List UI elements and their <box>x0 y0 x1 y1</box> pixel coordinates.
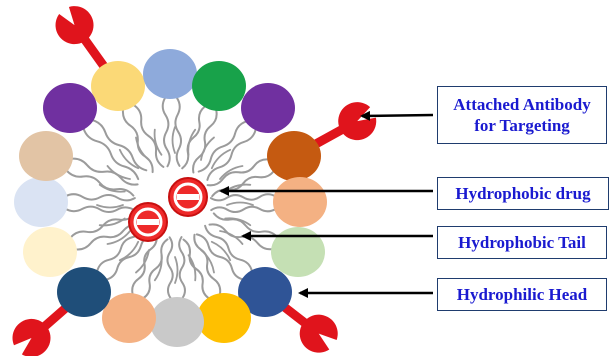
tail-line <box>174 96 183 167</box>
tail-label-text: Hydrophobic Tail <box>458 233 586 252</box>
tail-line <box>82 127 140 181</box>
head-darkblue-bottom <box>57 267 111 317</box>
tail-line <box>98 183 126 193</box>
tail-label: Hydrophobic Tail <box>437 226 607 259</box>
tail-line <box>226 201 254 206</box>
pointer-arrows <box>219 110 434 298</box>
tail-line <box>171 126 176 154</box>
head-label: Hydrophilic Head <box>437 278 607 311</box>
tail-line <box>182 238 210 300</box>
head-lightgreen-right <box>271 227 325 277</box>
tail-line <box>166 236 174 300</box>
tail-line <box>187 128 197 156</box>
head-purple-right <box>241 83 295 133</box>
tail-line <box>132 104 165 168</box>
antibody-label-line1: Attached Antibody <box>453 95 591 114</box>
tail-line <box>204 224 253 272</box>
tail-line <box>219 165 244 180</box>
antibody-label-line2: for Targeting <box>474 116 570 135</box>
head-paleblue-left <box>14 177 68 227</box>
tail-line <box>106 165 131 180</box>
tail-line <box>161 97 171 168</box>
tail-line <box>178 236 186 299</box>
antibody-fab <box>12 319 51 356</box>
tail-line <box>206 158 271 187</box>
drug-ring <box>133 207 163 237</box>
head-blue-top <box>143 49 197 99</box>
tail-line <box>69 157 139 186</box>
drug-ring <box>173 182 203 212</box>
tail-line <box>209 193 277 202</box>
antibody-head <box>338 102 377 141</box>
antibody-fab <box>55 6 94 45</box>
tail-line <box>193 233 222 295</box>
tail-line <box>174 256 179 284</box>
tail-line <box>118 240 140 262</box>
drug-label: Hydrophobic drug <box>437 177 609 210</box>
head-cream-left <box>23 227 77 277</box>
drug-molecule <box>168 177 208 217</box>
tail-line <box>135 249 150 274</box>
tail-line <box>211 169 276 198</box>
tail-line <box>197 120 249 173</box>
tail-line <box>200 136 215 161</box>
tail-line <box>210 240 232 262</box>
tail-line <box>181 105 206 170</box>
head-brown-right <box>267 131 321 181</box>
tail-line <box>63 205 136 213</box>
antibody-fab <box>299 314 338 353</box>
hydrophobic-drugs <box>128 177 208 242</box>
tail-line <box>142 238 169 299</box>
tail-line <box>106 230 131 245</box>
drug-bar <box>137 219 159 225</box>
tail-line <box>219 230 244 245</box>
head-purple-left <box>43 83 97 133</box>
hydrophilic-heads <box>14 49 327 347</box>
head-label-text: Hydrophilic Head <box>456 285 588 304</box>
tail-line <box>187 254 197 282</box>
tail-line <box>64 193 136 202</box>
antibody-head <box>299 314 338 353</box>
tail-line <box>212 212 279 239</box>
tail-line <box>210 148 232 170</box>
antibody-fab <box>338 102 377 141</box>
tail-line <box>153 254 163 282</box>
drug-molecule <box>128 202 168 242</box>
tail-line <box>135 136 150 161</box>
tail-line <box>200 249 215 274</box>
head-peach-right <box>273 177 327 227</box>
antibody-head <box>12 319 51 356</box>
tail-line <box>192 109 218 174</box>
tail-line <box>65 169 135 197</box>
drug-label-text: Hydrophobic drug <box>455 184 591 203</box>
head-gold-bottom <box>197 293 251 343</box>
tail-line <box>118 148 140 170</box>
antibody-label: Attached Antibody for Targeting <box>437 86 607 144</box>
head-gray-bottom <box>150 297 204 347</box>
tail-line <box>195 233 245 281</box>
head-yellow-top <box>91 61 145 111</box>
tail-line <box>153 128 163 156</box>
head-salmon-bottom <box>102 293 156 343</box>
tail-line <box>73 223 141 251</box>
tail-line <box>224 217 252 227</box>
tail-line <box>210 205 278 214</box>
tail-line <box>90 118 148 172</box>
head-green-top <box>192 61 246 111</box>
arrow-antibody <box>360 110 434 121</box>
tail-line <box>206 128 257 181</box>
tail-line <box>121 109 154 174</box>
head-tan-left <box>19 131 73 181</box>
head-navy-right <box>238 267 292 317</box>
tail-line <box>98 217 126 227</box>
drug-bar <box>177 194 199 200</box>
tail-line <box>96 204 124 209</box>
antibody-head <box>55 6 94 45</box>
